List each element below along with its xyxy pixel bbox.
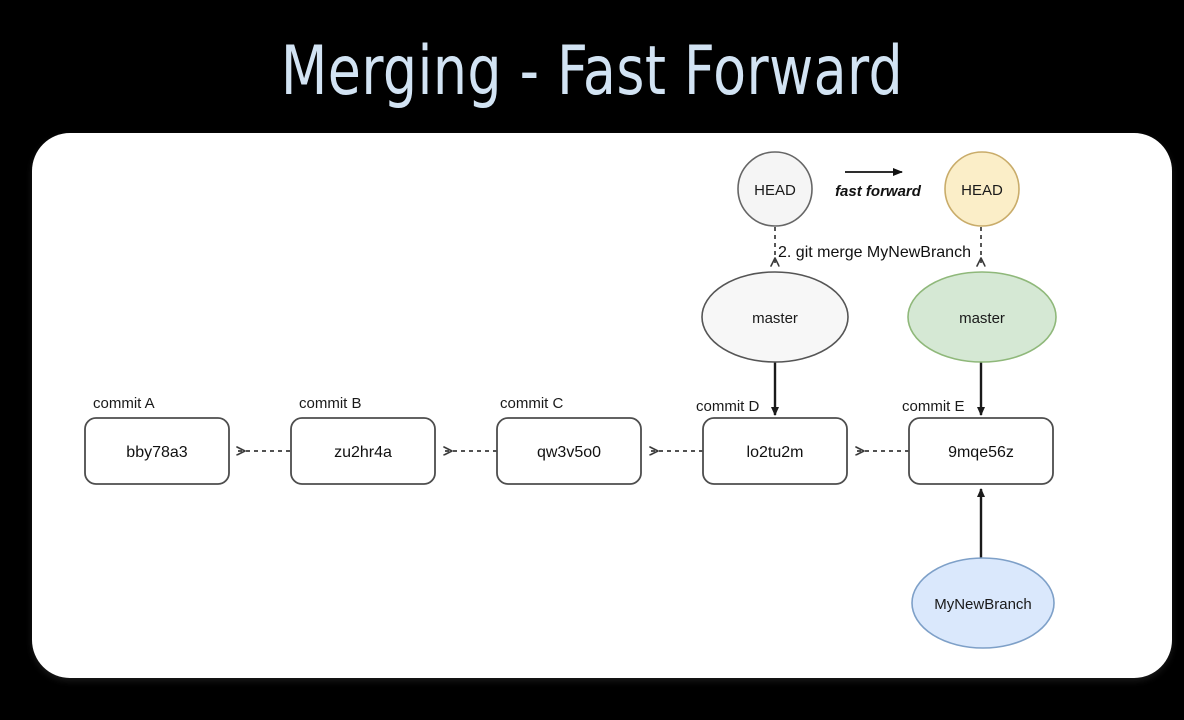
page-title: Merging - Fast Forward (280, 32, 904, 111)
content-card (32, 133, 1172, 678)
